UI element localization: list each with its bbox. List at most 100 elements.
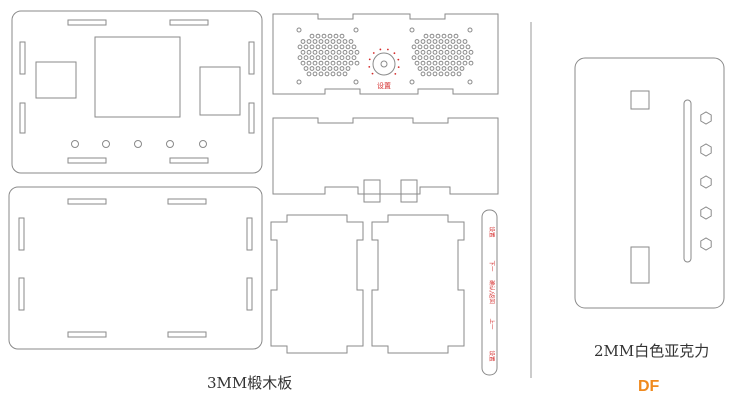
grille-hole [468, 49, 474, 55]
dial-tick [372, 52, 375, 54]
grille-hole [423, 55, 429, 61]
grille-hole [348, 39, 354, 44]
grille-hole [324, 39, 330, 44]
grille-hole [339, 44, 345, 50]
grille-hole [333, 33, 339, 39]
dial-tick [393, 52, 396, 55]
grille-hole [441, 44, 447, 50]
grille-hole [318, 49, 324, 55]
knob-scale-ticks [368, 48, 400, 75]
grille-hole [306, 71, 312, 77]
grille-hole [324, 71, 330, 77]
grille-hole [303, 55, 309, 61]
grille-hole [315, 55, 321, 61]
grille-hole [456, 71, 462, 77]
acrylic-panel [574, 57, 725, 309]
grille-hole [441, 66, 447, 71]
grille-hole [318, 71, 324, 77]
grille-hole [423, 33, 429, 39]
grille-hole [348, 60, 354, 66]
grille-hole [450, 71, 456, 77]
side-wall-right [371, 214, 465, 354]
button-slot [400, 179, 418, 203]
grille-hole [438, 60, 444, 66]
grille-hole [327, 66, 333, 71]
grille-hole [327, 44, 333, 50]
grille-hole [309, 33, 315, 39]
grille-hole [444, 60, 450, 66]
grille-hole [303, 66, 309, 71]
grille-hole [351, 55, 357, 61]
hex-nut-holes [700, 111, 712, 251]
hex-hole [700, 175, 712, 189]
grille-hole [432, 49, 438, 55]
dial-tick [386, 48, 389, 51]
grille-hole [426, 60, 432, 66]
grille-hole [429, 44, 435, 50]
grille-hole [459, 55, 465, 61]
dial-tick [397, 58, 400, 61]
grille-hole [312, 71, 318, 77]
dial-tick [371, 72, 374, 75]
grille-hole [426, 71, 432, 77]
grille-hole [336, 49, 342, 55]
grille-hole [420, 60, 426, 66]
grille-hole [450, 39, 456, 44]
side-wall-left [270, 214, 364, 354]
grille-hole [345, 44, 351, 50]
dial-tick [394, 72, 397, 75]
button-label-strip [481, 209, 498, 376]
grille-hole [297, 44, 303, 50]
grille-hole [453, 44, 459, 50]
grille-hole [351, 44, 357, 50]
grille-hole [420, 39, 426, 44]
grille-hole [447, 33, 453, 39]
grille-hole [312, 39, 318, 44]
grille-hole [429, 55, 435, 61]
grille-hole [339, 66, 345, 71]
grille-hole [318, 39, 324, 44]
grille-hole [429, 33, 435, 39]
grille-hole [444, 39, 450, 44]
grille-hole [315, 33, 321, 39]
grille-hole [435, 66, 441, 71]
grille-hole [420, 49, 426, 55]
grille-hole [342, 49, 348, 55]
grille-hole [435, 44, 441, 50]
grille-hole [345, 66, 351, 71]
grille-hole [342, 39, 348, 44]
grille-hole [309, 44, 315, 50]
dial-marking: 设置 [377, 81, 391, 90]
grille-hole [300, 60, 306, 66]
grille-hole [456, 49, 462, 55]
grille-hole [462, 49, 468, 55]
grille-hole [330, 49, 336, 55]
grille-hole [426, 39, 432, 44]
dial-tick [368, 65, 371, 68]
grille-hole [336, 60, 342, 66]
grille-hole [333, 55, 339, 61]
grille-hole [342, 71, 348, 77]
grille-hole [330, 60, 336, 66]
button-slot [363, 179, 381, 203]
grille-hole [333, 44, 339, 50]
hex-hole [700, 206, 712, 220]
grille-hole [465, 55, 471, 61]
grille-hole [420, 71, 426, 77]
grille-hole [336, 39, 342, 44]
grille-hole [459, 66, 465, 71]
grille-hole [306, 49, 312, 55]
grille-hole [462, 39, 468, 44]
grille-hole [315, 66, 321, 71]
grille-hole [423, 66, 429, 71]
grille-hole [324, 60, 330, 66]
grille-hole [444, 49, 450, 55]
grille-hole [432, 71, 438, 77]
grille-hole [327, 55, 333, 61]
grille-hole [417, 44, 423, 50]
grille-hole [441, 55, 447, 61]
hex-hole [700, 143, 712, 157]
grille-hole [309, 55, 315, 61]
